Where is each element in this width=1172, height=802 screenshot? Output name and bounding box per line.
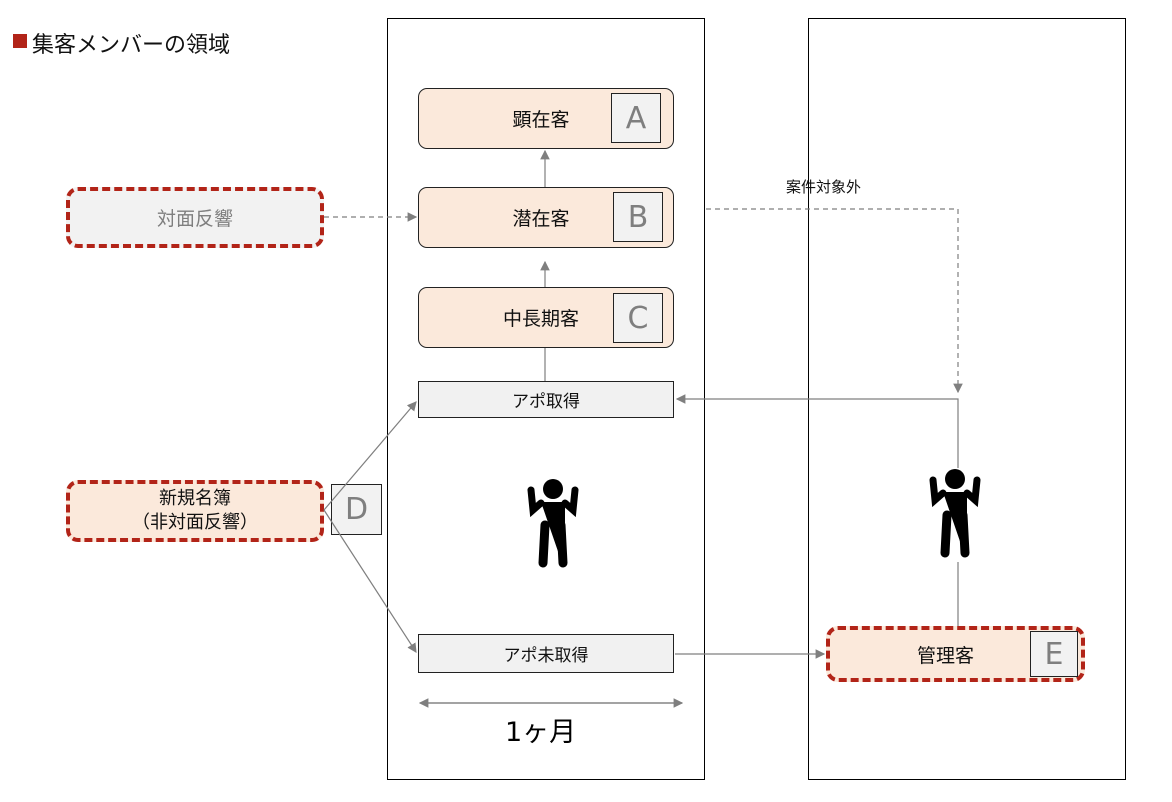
arrow-out-of-scope bbox=[706, 208, 963, 394]
face-to-face-node: 対面反響 bbox=[66, 187, 324, 248]
person-icon bbox=[929, 469, 981, 558]
new-list-node: 新規名簿 （非対面反響） bbox=[66, 480, 324, 542]
letter-e: E bbox=[1030, 631, 1078, 677]
new-list-sublabel: （非対面反響） bbox=[132, 512, 258, 533]
letter-b: B bbox=[613, 192, 663, 242]
letter-a: A bbox=[611, 93, 661, 143]
page-title: 集客メンバーの領域 bbox=[32, 33, 231, 58]
duration-label: 1ヶ月 bbox=[505, 717, 577, 748]
face-to-face-label: 対面反響 bbox=[156, 208, 233, 230]
node-a-label: 顕在客 bbox=[512, 109, 570, 131]
new-list-label: 新規名簿 bbox=[159, 488, 231, 509]
title-marker bbox=[13, 34, 27, 48]
apo-not-acquired-label: アポ未取得 bbox=[503, 646, 589, 666]
arrow-d-to-apo bbox=[323, 401, 417, 511]
arrow-d-to-noapo bbox=[323, 509, 417, 654]
node-c-label: 中長期客 bbox=[502, 308, 579, 330]
out-of-scope-label: 案件対象外 bbox=[786, 178, 862, 196]
apo-acquired-node: アポ取得 bbox=[418, 381, 674, 418]
letter-c: C bbox=[613, 293, 663, 343]
apo-not-acquired-node: アポ未取得 bbox=[418, 634, 674, 673]
apo-acquired-label: アポ取得 bbox=[512, 392, 580, 412]
person-icon bbox=[527, 479, 579, 568]
node-e-label: 管理客 bbox=[916, 644, 974, 667]
arrow-e-to-apo bbox=[675, 394, 959, 468]
node-b-label: 潜在客 bbox=[512, 208, 570, 230]
